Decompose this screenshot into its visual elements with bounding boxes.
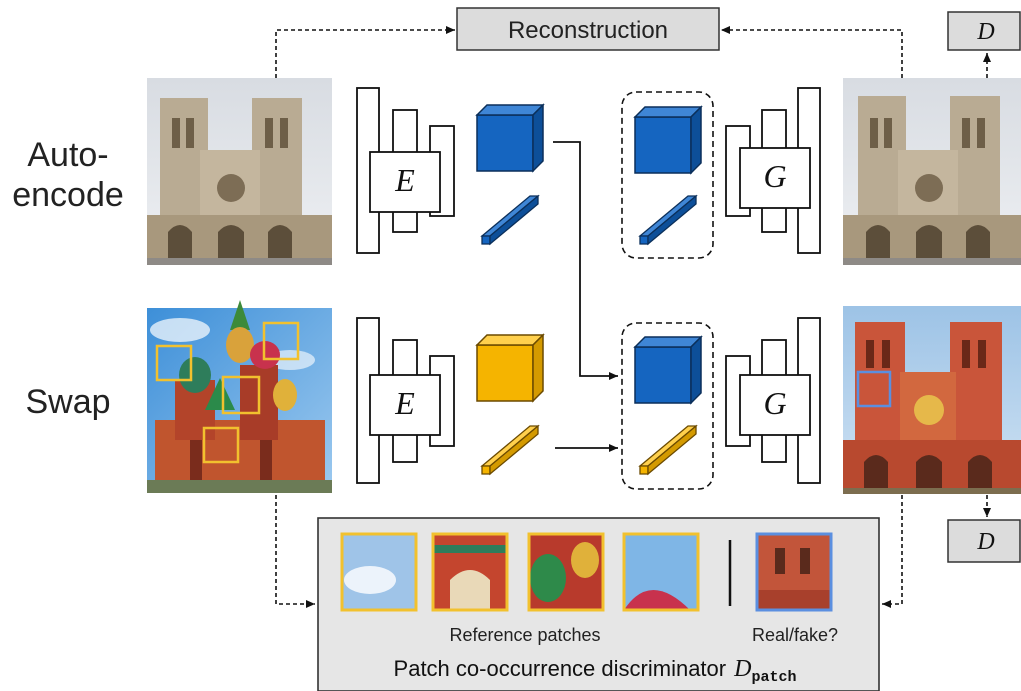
texture-code-bar-top — [480, 194, 540, 246]
reconstruction-arrow-left — [275, 26, 455, 78]
generator-label-bottom: G — [763, 385, 786, 421]
reconstruction-label: Reconstruction — [508, 17, 668, 44]
output-patch — [755, 532, 833, 612]
real-fake-label: Real/fake? — [752, 625, 838, 645]
panel-arrow-left — [275, 495, 315, 608]
texture-code-bar-top-right — [638, 194, 698, 246]
reference-patch-4 — [622, 532, 700, 612]
reconstruction-arrow-right — [721, 26, 903, 78]
encoder-label-bottom: E — [394, 385, 415, 421]
row-label-autoencode-1: Auto- — [27, 136, 108, 174]
structure-code-cube-bottom — [475, 333, 545, 403]
reference-patch-2 — [431, 532, 509, 612]
patch-highlights-input — [155, 321, 300, 464]
texture-code-bar-bottom — [480, 424, 540, 476]
structure-code-cube-bottom-right — [633, 335, 703, 405]
generator-top — [725, 87, 821, 254]
row-label-swap: Swap — [25, 383, 110, 421]
discriminator-label-bottom: D — [976, 529, 994, 555]
discriminator-box-top — [947, 11, 1021, 51]
structure-swap-arrow — [553, 141, 618, 380]
generator-label-top: G — [763, 158, 786, 194]
panel-caption-symbol: D — [733, 656, 751, 682]
patch-highlight-output — [856, 370, 892, 408]
output-image-swap — [843, 306, 1021, 494]
discriminator-box-bottom — [947, 519, 1021, 563]
encoder-bottom — [356, 317, 455, 484]
reference-patches-label: Reference patches — [449, 625, 600, 645]
texture-code-bar-bottom-right — [638, 424, 698, 476]
discriminator-label-top: D — [976, 19, 994, 45]
encoder-top — [356, 87, 455, 254]
row-label-autoencode-2: encode — [12, 176, 124, 214]
reference-patch-1 — [340, 532, 418, 612]
latent-group-top — [621, 91, 714, 259]
panel-caption-subscript: patch — [751, 669, 796, 686]
panel-arrow-right — [882, 495, 903, 608]
reconstruction-box — [456, 7, 720, 51]
input-image-notre-dame — [147, 78, 332, 265]
structure-code-cube-top — [475, 103, 545, 173]
output-image-reconstruction — [843, 78, 1021, 265]
encoder-label-top: E — [394, 162, 415, 198]
latent-group-bottom — [621, 322, 714, 490]
reference-patch-3 — [527, 532, 605, 612]
generator-bottom — [725, 317, 821, 484]
panel-caption-text: Patch co-occurrence discriminator — [394, 656, 727, 681]
structure-code-cube-top-right — [633, 105, 703, 175]
input-image-st-basil — [147, 300, 332, 493]
